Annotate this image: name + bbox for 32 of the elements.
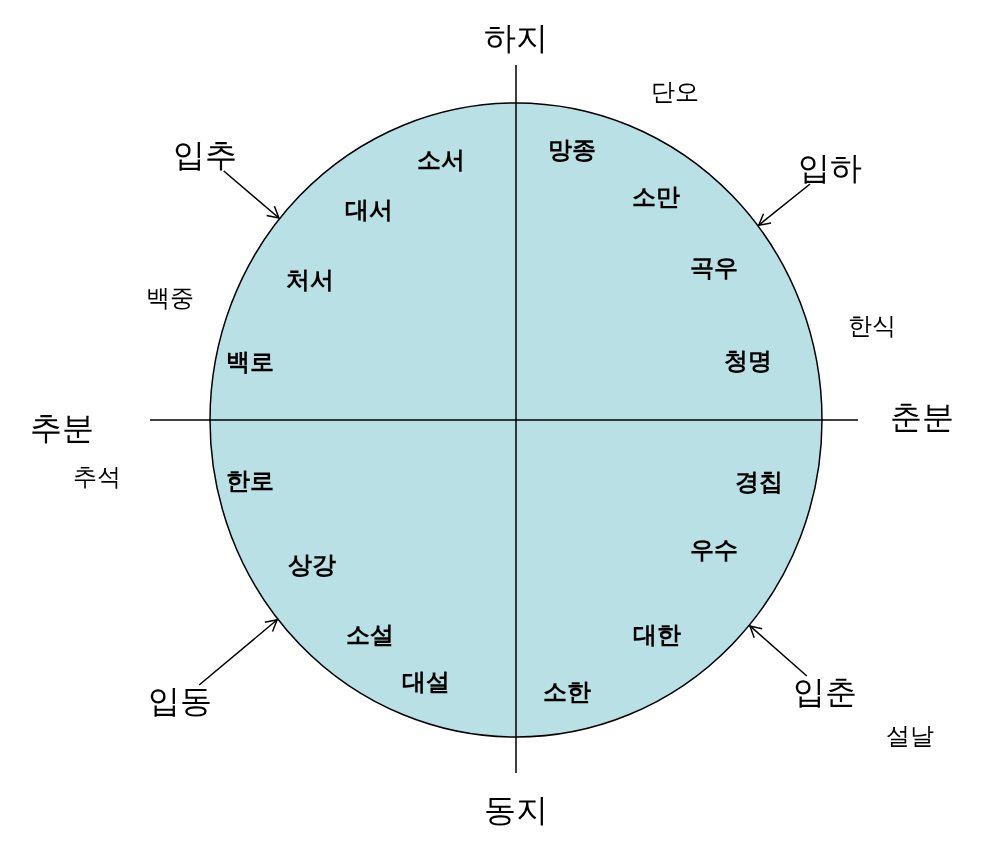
solar-term-label: 우수	[690, 538, 738, 562]
solar-term-label: 곡우	[690, 256, 738, 280]
season-label: 입추	[173, 139, 237, 171]
arrow	[757, 183, 811, 226]
solstice-label: 하지	[484, 22, 548, 54]
solar-term-label: 대설	[402, 670, 450, 694]
solar-term-label: 백로	[226, 350, 274, 374]
solar-term-label: 처서	[286, 268, 334, 292]
arrow	[749, 625, 808, 677]
holiday-label: 설날	[886, 724, 934, 748]
solar-term-label: 한로	[226, 469, 274, 493]
season-label: 입동	[148, 685, 212, 717]
holiday-label: 단오	[651, 80, 699, 104]
solar-term-label: 경칩	[735, 470, 783, 494]
solar-term-label: 소설	[346, 623, 394, 647]
solar-term-label: 상강	[288, 553, 336, 577]
arrow	[198, 619, 278, 686]
holiday-label: 추석	[73, 465, 121, 489]
equinox-label: 추분	[30, 412, 94, 444]
season-label: 입하	[798, 152, 862, 184]
solar-term-label: 청명	[724, 349, 772, 373]
solar-term-label: 소서	[417, 148, 465, 172]
holiday-label: 한식	[848, 314, 896, 338]
arrow	[223, 170, 280, 219]
solar-term-label: 소한	[543, 680, 591, 704]
solar-term-label: 망종	[548, 138, 596, 162]
equinox-label: 춘분	[890, 401, 954, 433]
solstice-label: 동지	[484, 794, 548, 826]
solar-term-label: 대한	[633, 623, 681, 647]
season-label: 입춘	[793, 676, 857, 708]
solar-term-label: 소만	[632, 185, 680, 209]
solar-term-label: 대서	[345, 198, 393, 222]
